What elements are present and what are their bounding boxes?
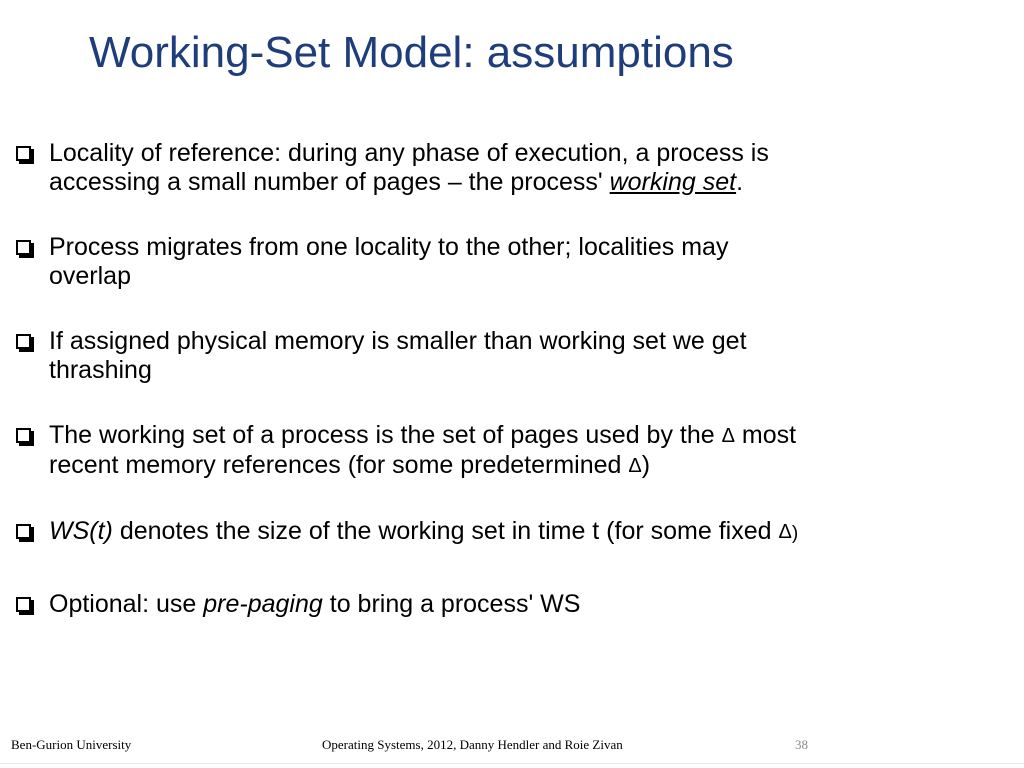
bullet-text: accessing a small number of pages – the … xyxy=(49,168,610,196)
emphasis-pre-paging: pre-paging xyxy=(203,590,323,618)
bullet-line: Optional: use pre-paging to bring a proc… xyxy=(49,590,1014,619)
bullet-line: overlap xyxy=(49,262,131,290)
bullet-line: Locality of reference: during any phase … xyxy=(49,139,769,167)
bullet-locality: Locality of reference: during any phase … xyxy=(14,139,1014,197)
bullet-text: denotes the size of the working set in t… xyxy=(112,517,779,545)
bullet-ws-size: WS(t) denotes the size of the working se… xyxy=(14,517,1014,548)
checkbox-bullet-icon xyxy=(16,524,31,539)
page-number: 38 xyxy=(795,737,808,752)
bullet-text: ) xyxy=(791,523,799,544)
bullet-text: The working set of a process is the set … xyxy=(49,421,722,449)
footer-divider xyxy=(0,763,1024,764)
checkbox-bullet-icon xyxy=(16,240,31,255)
footer-institution: Ben-Gurion University xyxy=(11,737,132,752)
bullet-text: to bring a process' WS xyxy=(322,590,581,618)
slide-title: Working-Set Model: assumptions xyxy=(89,28,734,77)
bullet-text: most xyxy=(734,421,797,449)
bullet-line: recent memory references (for some prede… xyxy=(49,451,1014,481)
checkbox-bullet-icon xyxy=(16,428,31,443)
bullet-line: WS(t) denotes the size of the working se… xyxy=(49,517,1014,548)
bullet-line: If assigned physical memory is smaller t… xyxy=(49,327,747,355)
bullet-text: Optional: use xyxy=(49,590,204,618)
bullet-line: The working set of a process is the set … xyxy=(49,421,1014,451)
bullet-text: ) xyxy=(641,451,651,479)
bullet-line: accessing a small number of pages – the … xyxy=(49,168,1014,197)
footer-course: Operating Systems, 2012, Danny Hendler a… xyxy=(322,737,623,752)
delta-symbol: Δ xyxy=(628,455,642,477)
bullet-prepaging: Optional: use pre-paging to bring a proc… xyxy=(14,590,1014,619)
bullet-migration: Process migrates from one locality to th… xyxy=(14,233,1014,291)
bullet-line: thrashing xyxy=(49,356,152,384)
emphasis-working-set: working set xyxy=(609,168,737,196)
bullet-thrashing: If assigned physical memory is smaller t… xyxy=(14,327,1014,385)
delta-symbol: Δ xyxy=(721,425,735,447)
emphasis-ws-t: WS(t) xyxy=(49,517,113,545)
bullet-list: Locality of reference: during any phase … xyxy=(14,137,1014,619)
checkbox-bullet-icon xyxy=(16,146,31,161)
bullet-text: . xyxy=(736,168,744,196)
bullet-definition: The working set of a process is the set … xyxy=(14,421,1014,481)
delta-symbol: Δ xyxy=(778,521,792,543)
bullet-text: recent memory references (for some prede… xyxy=(49,451,629,479)
checkbox-bullet-icon xyxy=(16,334,31,349)
bullet-line: Process migrates from one locality to th… xyxy=(49,233,729,261)
checkbox-bullet-icon xyxy=(16,597,31,612)
